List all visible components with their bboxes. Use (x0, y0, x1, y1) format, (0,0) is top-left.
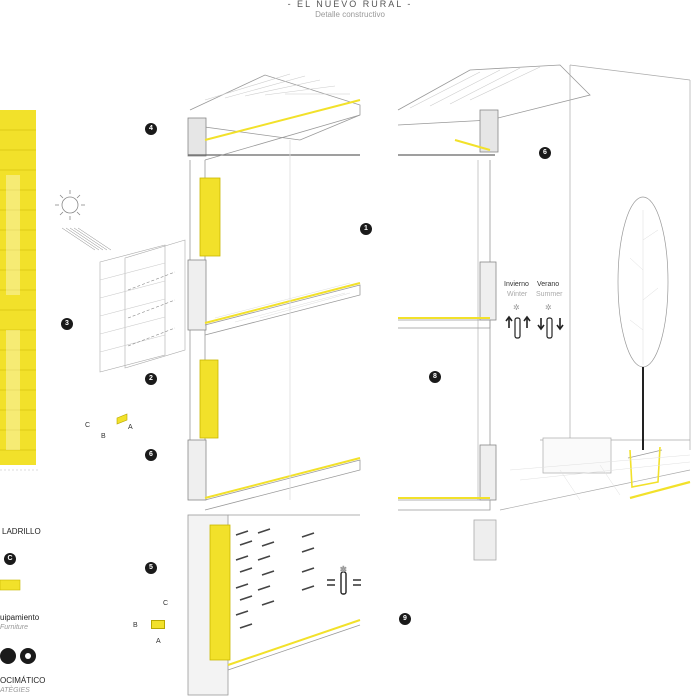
marker-6-left: 6 (145, 449, 157, 461)
sheet-subtitle: Detalle constructivo (315, 10, 385, 19)
abc-lower-a: A (156, 638, 161, 645)
abc-lower-c: C (163, 600, 169, 607)
building-section-right (397, 64, 591, 561)
sun-diagram (55, 190, 112, 251)
winter-sublabel: Winter (507, 291, 528, 298)
facade-module-exploded (99, 239, 186, 425)
legend-bioclimatic-sub: ATÈGIES (0, 687, 30, 694)
marker-6-right: 6 (539, 147, 551, 159)
legend-furniture: uipamiento (0, 613, 40, 622)
abc-upper-c: C (85, 422, 91, 429)
legend-furniture-en: Furniture (0, 624, 29, 631)
summer-label: Verano (537, 281, 560, 288)
legend-c-badge: C (4, 553, 16, 565)
svg-text:✲: ✲ (545, 303, 552, 312)
sheet-title: - EL NUEVO RURAL - (287, 0, 413, 9)
legend-brick: LADRILLO (2, 527, 41, 536)
marker-5: 5 (145, 562, 157, 574)
seasonal-arrows: ✲ ✲ (505, 303, 564, 339)
abc-lower-b: B (133, 622, 138, 629)
sample-module (151, 620, 165, 629)
marker-1: 1 (360, 223, 372, 235)
svg-text:✲: ✲ (340, 565, 347, 574)
courtyard-perspective (499, 64, 691, 511)
building-section-left (187, 73, 361, 511)
svg-text:✲: ✲ (513, 303, 520, 312)
marker-3: 3 (61, 318, 73, 330)
marker-9: 9 (399, 613, 411, 625)
winter-label: Invierno (504, 281, 529, 288)
legend-bioclimatic: OCIMÁTICO (0, 676, 46, 685)
legend-swatches (0, 579, 36, 664)
marker-8: 8 (429, 371, 441, 383)
abc-upper-b: B (101, 433, 106, 440)
basement-storage: ✲ (187, 514, 361, 696)
abc-upper-a: A (128, 424, 133, 431)
marker-4: 4 (145, 123, 157, 135)
summer-sublabel: Summer (536, 291, 563, 298)
marker-2: 2 (145, 373, 157, 385)
left-yellow-facade (0, 110, 40, 471)
